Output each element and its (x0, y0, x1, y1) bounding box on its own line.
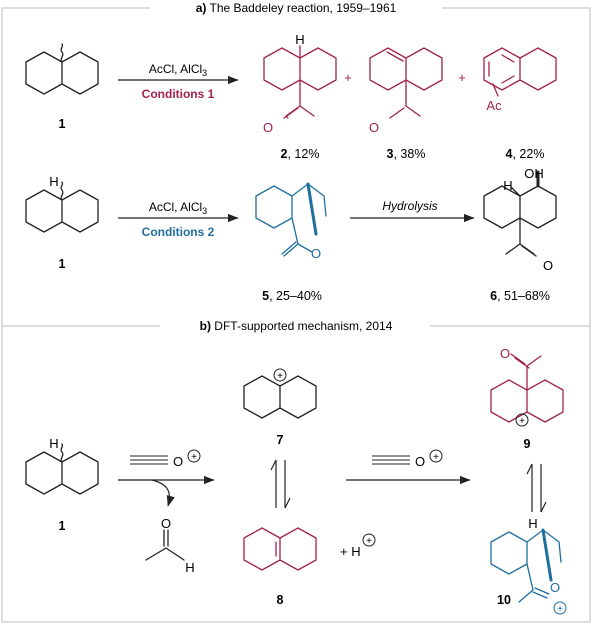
plus-sign-2: + (458, 70, 466, 85)
oxygen-3: O (369, 120, 379, 135)
acetaldehyde-hydrogen: H (185, 560, 194, 575)
label-compound-7: 7 (277, 433, 284, 447)
oxygen-5: O (311, 246, 321, 261)
label-compound-6: 6, 51–68% (490, 289, 550, 303)
plus-sign-1: + (344, 70, 352, 85)
hydrolysis-label: Hydrolysis (382, 199, 437, 213)
compound-4: Ac 4, 22% (483, 47, 557, 161)
compound-1-row2: H 1 (25, 174, 99, 271)
label-compound-10: 10 (497, 593, 511, 607)
panel-b-title: b) DFT-supported mechanism, 2014 (200, 319, 393, 333)
acylium-oxygen-1: O (173, 454, 183, 469)
oxygen-9: O (500, 346, 510, 361)
reagent-row2: AcCl, AlCl3 (149, 200, 207, 216)
label-compound-2: 2, 12% (281, 147, 320, 161)
equilibrium-7-8 (270, 459, 291, 509)
panel-a-title: a) The Baddeley reaction, 1959–1961 (196, 1, 397, 15)
compound-9: O + 9 (490, 346, 564, 451)
acylium-oxygen-2: O (415, 454, 425, 469)
hydrogen-2: H (295, 32, 304, 47)
reagent-row1: AcCl, AlCl3 (149, 62, 207, 78)
compound-1-mechanism: H 1 (25, 436, 99, 533)
conditions-1-label: Conditions 1 (142, 87, 215, 101)
acylium-charge-1: + (191, 452, 197, 463)
proton-label: + H (340, 544, 361, 559)
compound-6: OH H O 6, 51–68% (483, 166, 557, 303)
compound-2: H O 2, 12% (263, 32, 337, 161)
oxocarbenium-charge-10: + (557, 604, 563, 615)
label-compound-1-row2: 1 (59, 257, 66, 271)
label-compound-8: 8 (277, 593, 284, 607)
label-compound-5: 5, 25–40% (262, 289, 322, 303)
compound-1-row1: 1 (25, 43, 99, 131)
cation-charge-9: + (519, 416, 525, 427)
scheme-frame (1, 7, 591, 623)
acetyl-label-4: Ac (486, 98, 502, 113)
acetaldehyde-oxygen: O (161, 516, 171, 531)
acylium-reagent-2: O + (372, 449, 443, 469)
oxygen-6: O (543, 258, 553, 273)
acetaldehyde: O H (145, 516, 195, 575)
equilibrium-9-10 (526, 463, 547, 513)
hydroxyl-label-6: OH (524, 166, 544, 181)
compound-3: O 3, 38% (369, 47, 443, 161)
cation-charge-7: + (277, 371, 283, 382)
hydrogen-1-mechanism: H (49, 436, 58, 451)
label-compound-1-mechanism: 1 (59, 519, 66, 533)
conditions-2-label: Conditions 2 (142, 225, 215, 239)
acylium-charge-2: + (433, 452, 439, 463)
hydrogen-1-row2: H (49, 174, 58, 189)
label-compound-3: 3, 38% (387, 147, 426, 161)
oxygen-10: O (550, 580, 560, 595)
label-compound-1: 1 (59, 117, 66, 131)
label-compound-4: 4, 22% (506, 147, 545, 161)
arrow-byproduct (151, 479, 175, 507)
proton-charge: + (366, 536, 372, 547)
compound-7: + 7 (243, 368, 317, 447)
compound-10: H O + 10 (490, 516, 567, 615)
hydrogen-10: H (528, 516, 537, 531)
oxygen-2: O (263, 120, 273, 135)
acylium-reagent-1: O + (130, 449, 201, 469)
label-compound-9: 9 (524, 437, 531, 451)
hydrogen-6: H (503, 178, 512, 193)
compound-5: O 5, 25–40% (255, 182, 327, 303)
compound-8: + H + 8 (243, 527, 376, 607)
